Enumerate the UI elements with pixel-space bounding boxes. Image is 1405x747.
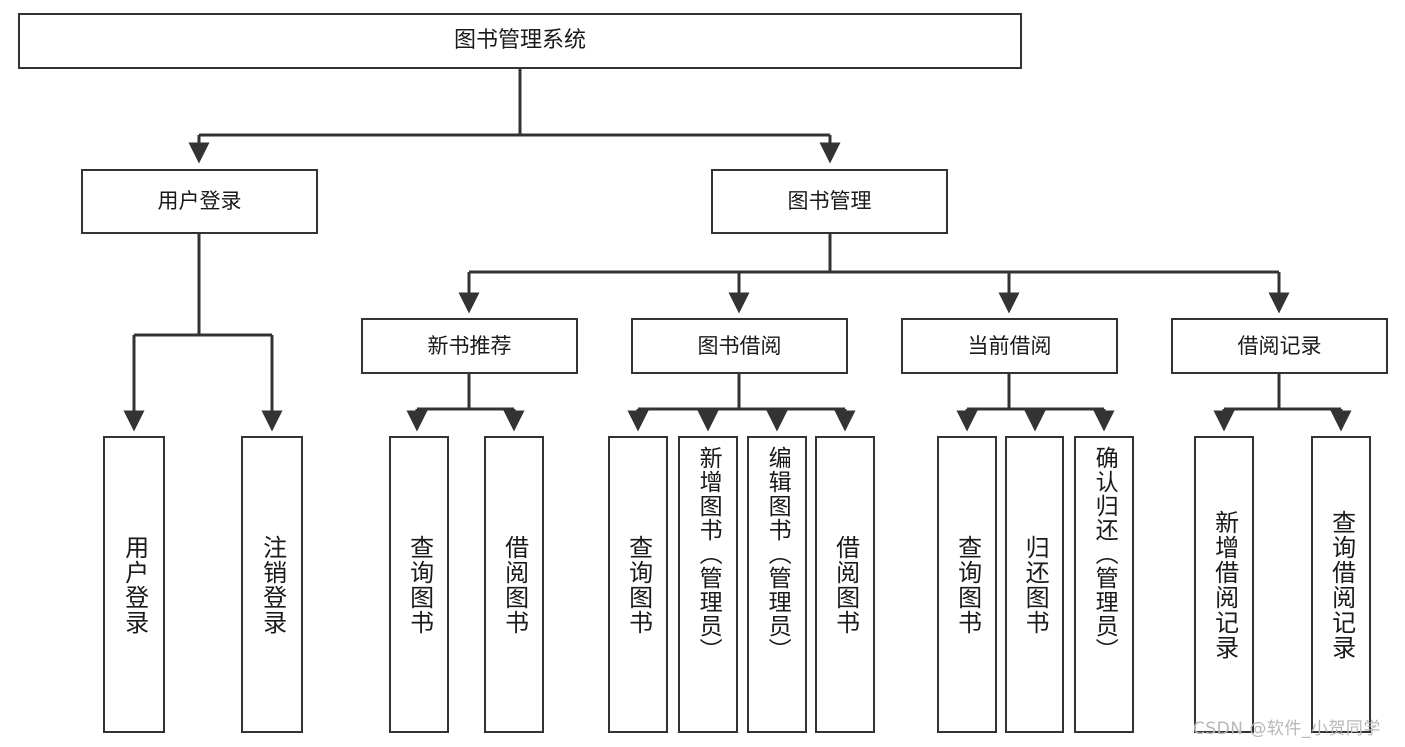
node-root-label: 图书管理系统 <box>453 28 586 54</box>
node-borrow-record-label: 借阅记录 <box>1237 333 1322 358</box>
node-user-login[interactable]: 用户登录 <box>81 169 318 234</box>
node-edit-book-admin-label: 编辑图书（管理员） <box>764 446 791 662</box>
node-confirm-return-admin[interactable]: 确认归还（管理员） <box>1074 436 1134 733</box>
node-query-book-3-label: 查询图书 <box>953 534 982 635</box>
node-query-book-3[interactable]: 查询图书 <box>937 436 997 733</box>
node-user-login-label: 用户登录 <box>157 189 242 214</box>
node-query-borrow-record-label: 查询借阅记录 <box>1327 509 1356 660</box>
node-borrow-book-1-label: 借阅图书 <box>500 534 529 635</box>
node-logout-leaf-label: 注销登录 <box>258 534 287 635</box>
node-new-book-recommend[interactable]: 新书推荐 <box>361 318 578 374</box>
node-query-book-2[interactable]: 查询图书 <box>608 436 668 733</box>
node-book-manage[interactable]: 图书管理 <box>711 169 948 234</box>
node-return-book[interactable]: 归还图书 <box>1005 436 1064 733</box>
csdn-watermark: CSDN @软件_小贺同学 <box>1193 719 1381 739</box>
node-borrow-book-1[interactable]: 借阅图书 <box>484 436 544 733</box>
node-return-book-label: 归还图书 <box>1021 534 1050 635</box>
node-current-borrow-label: 当前借阅 <box>967 333 1052 358</box>
node-add-borrow-record[interactable]: 新增借阅记录 <box>1194 436 1254 733</box>
node-book-borrow-label: 图书借阅 <box>697 333 782 358</box>
node-query-borrow-record[interactable]: 查询借阅记录 <box>1311 436 1371 733</box>
node-root[interactable]: 图书管理系统 <box>18 13 1022 69</box>
node-borrow-book-2-label: 借阅图书 <box>831 534 860 635</box>
node-user-login-leaf-label: 用户登录 <box>120 534 149 635</box>
node-user-login-leaf[interactable]: 用户登录 <box>103 436 165 733</box>
node-book-manage-label: 图书管理 <box>787 189 872 214</box>
node-logout-leaf[interactable]: 注销登录 <box>241 436 303 733</box>
node-add-book-admin[interactable]: 新增图书（管理员） <box>678 436 738 733</box>
node-query-book-1-label: 查询图书 <box>405 534 434 635</box>
node-add-borrow-record-label: 新增借阅记录 <box>1210 509 1239 660</box>
node-edit-book-admin[interactable]: 编辑图书（管理员） <box>747 436 807 733</box>
node-current-borrow[interactable]: 当前借阅 <box>901 318 1118 374</box>
node-confirm-return-admin-label: 确认归还（管理员） <box>1091 446 1118 662</box>
node-borrow-record[interactable]: 借阅记录 <box>1171 318 1388 374</box>
node-query-book-1[interactable]: 查询图书 <box>389 436 449 733</box>
node-book-borrow[interactable]: 图书借阅 <box>631 318 848 374</box>
node-new-book-recommend-label: 新书推荐 <box>427 333 512 358</box>
node-borrow-book-2[interactable]: 借阅图书 <box>815 436 875 733</box>
node-query-book-2-label: 查询图书 <box>624 534 653 635</box>
node-add-book-admin-label: 新增图书（管理员） <box>695 446 722 662</box>
